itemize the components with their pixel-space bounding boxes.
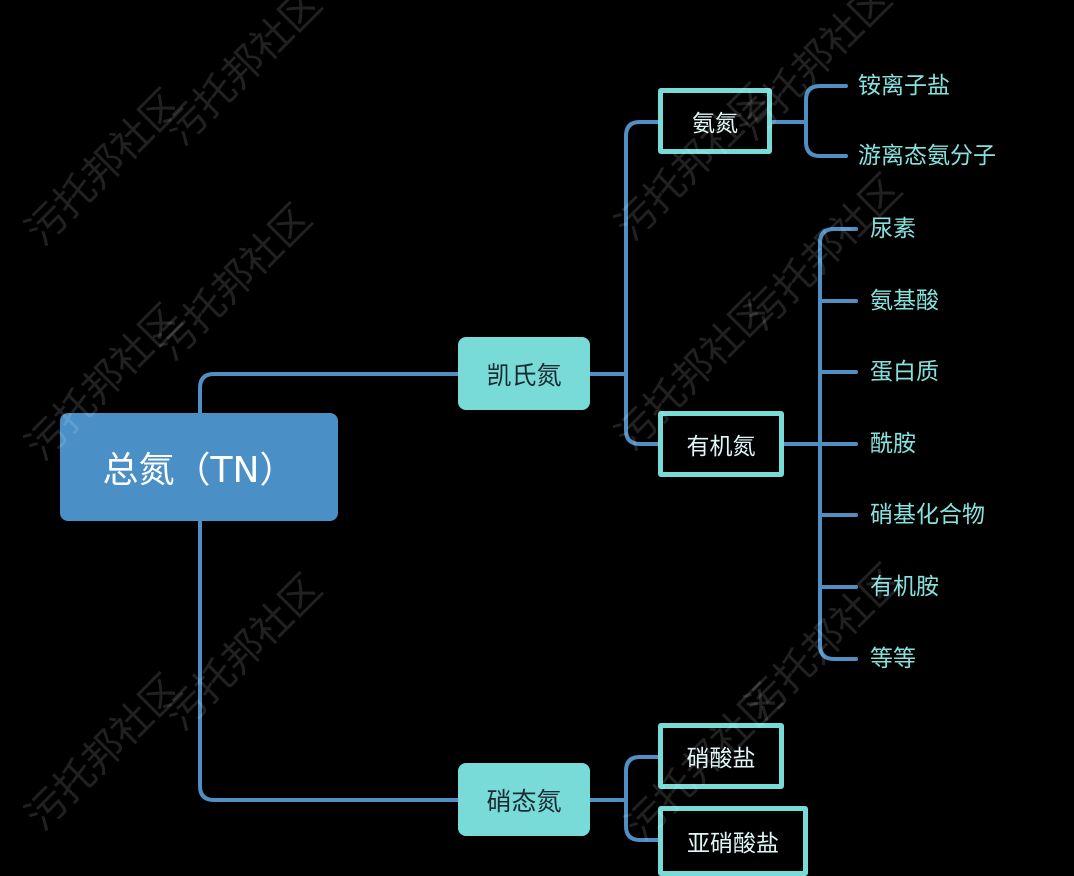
node-ammonia-label: 氨氮 [692, 111, 738, 137]
connector-organic-spine [818, 227, 858, 245]
connector-nitrate-nitrite [624, 798, 662, 842]
node-nitrate-nitrogen-label: 硝态氮 [486, 786, 562, 816]
connector-ammonia-leaf-2 [804, 120, 848, 158]
node-ammonia-nitrogen: 氨氮 [658, 88, 772, 154]
leaf-ammonia-2: 游离态氨分子 [858, 143, 996, 169]
node-kjeldahl-nitrogen: 凯氏氮 [458, 337, 590, 410]
connector-root-kjeldahl [198, 372, 462, 415]
leaf-organic-1: 尿素 [870, 216, 916, 242]
connector-nitrate-nitrate [624, 755, 662, 802]
node-organic-label: 有机氮 [686, 434, 756, 460]
node-nitrite-label: 亚硝酸盐 [687, 831, 779, 857]
connector-ammonia-leaf-1 [804, 84, 848, 124]
leaf-organic-5: 硝基化合物 [870, 502, 985, 528]
node-nitrite: 亚硝酸盐 [658, 806, 808, 876]
node-nitrate-label: 硝酸盐 [686, 746, 756, 772]
leaf-ammonia-1: 铵离子盐 [858, 73, 950, 99]
root-node-total-nitrogen: 总氮（TN） [60, 413, 338, 521]
leaf-organic-6: 有机胺 [870, 574, 939, 600]
connector-root-nitrate [198, 519, 462, 802]
connector-kjeldahl-ammonia [624, 120, 662, 376]
leaf-organic-7: 等等 [870, 646, 916, 672]
leaf-organic-3: 蛋白质 [870, 359, 939, 385]
node-organic-nitrogen: 有机氮 [658, 411, 784, 477]
node-kjeldahl-label: 凯氏氮 [486, 360, 562, 390]
root-label: 总氮（TN） [102, 450, 296, 491]
leaf-organic-4: 酰胺 [870, 431, 916, 457]
node-nitrate: 硝酸盐 [658, 723, 784, 789]
leaf-organic-2: 氨基酸 [870, 288, 939, 314]
connector-organic-spine-bottom [818, 241, 858, 661]
node-nitrate-nitrogen: 硝态氮 [458, 763, 590, 836]
connector-kjeldahl-organic [624, 372, 662, 446]
